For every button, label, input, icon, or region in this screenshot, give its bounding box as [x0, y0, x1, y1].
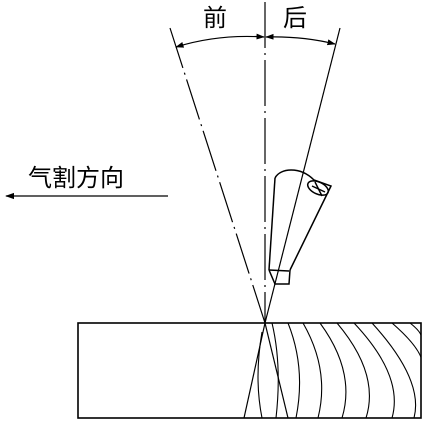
- cutting-torch-icon: [268, 169, 333, 285]
- back-angle-arc: [265, 33, 336, 46]
- back-label: 后: [283, 4, 307, 32]
- front-label: 前: [203, 4, 227, 32]
- torch-axis-line: [169, 27, 266, 324]
- drag-lines: [257, 323, 421, 418]
- workpiece: [77, 322, 422, 419]
- front-angle-arc: [175, 33, 265, 48]
- back-angle-line: [264, 27, 341, 324]
- cutting-direction-label: 气割方向: [28, 164, 124, 192]
